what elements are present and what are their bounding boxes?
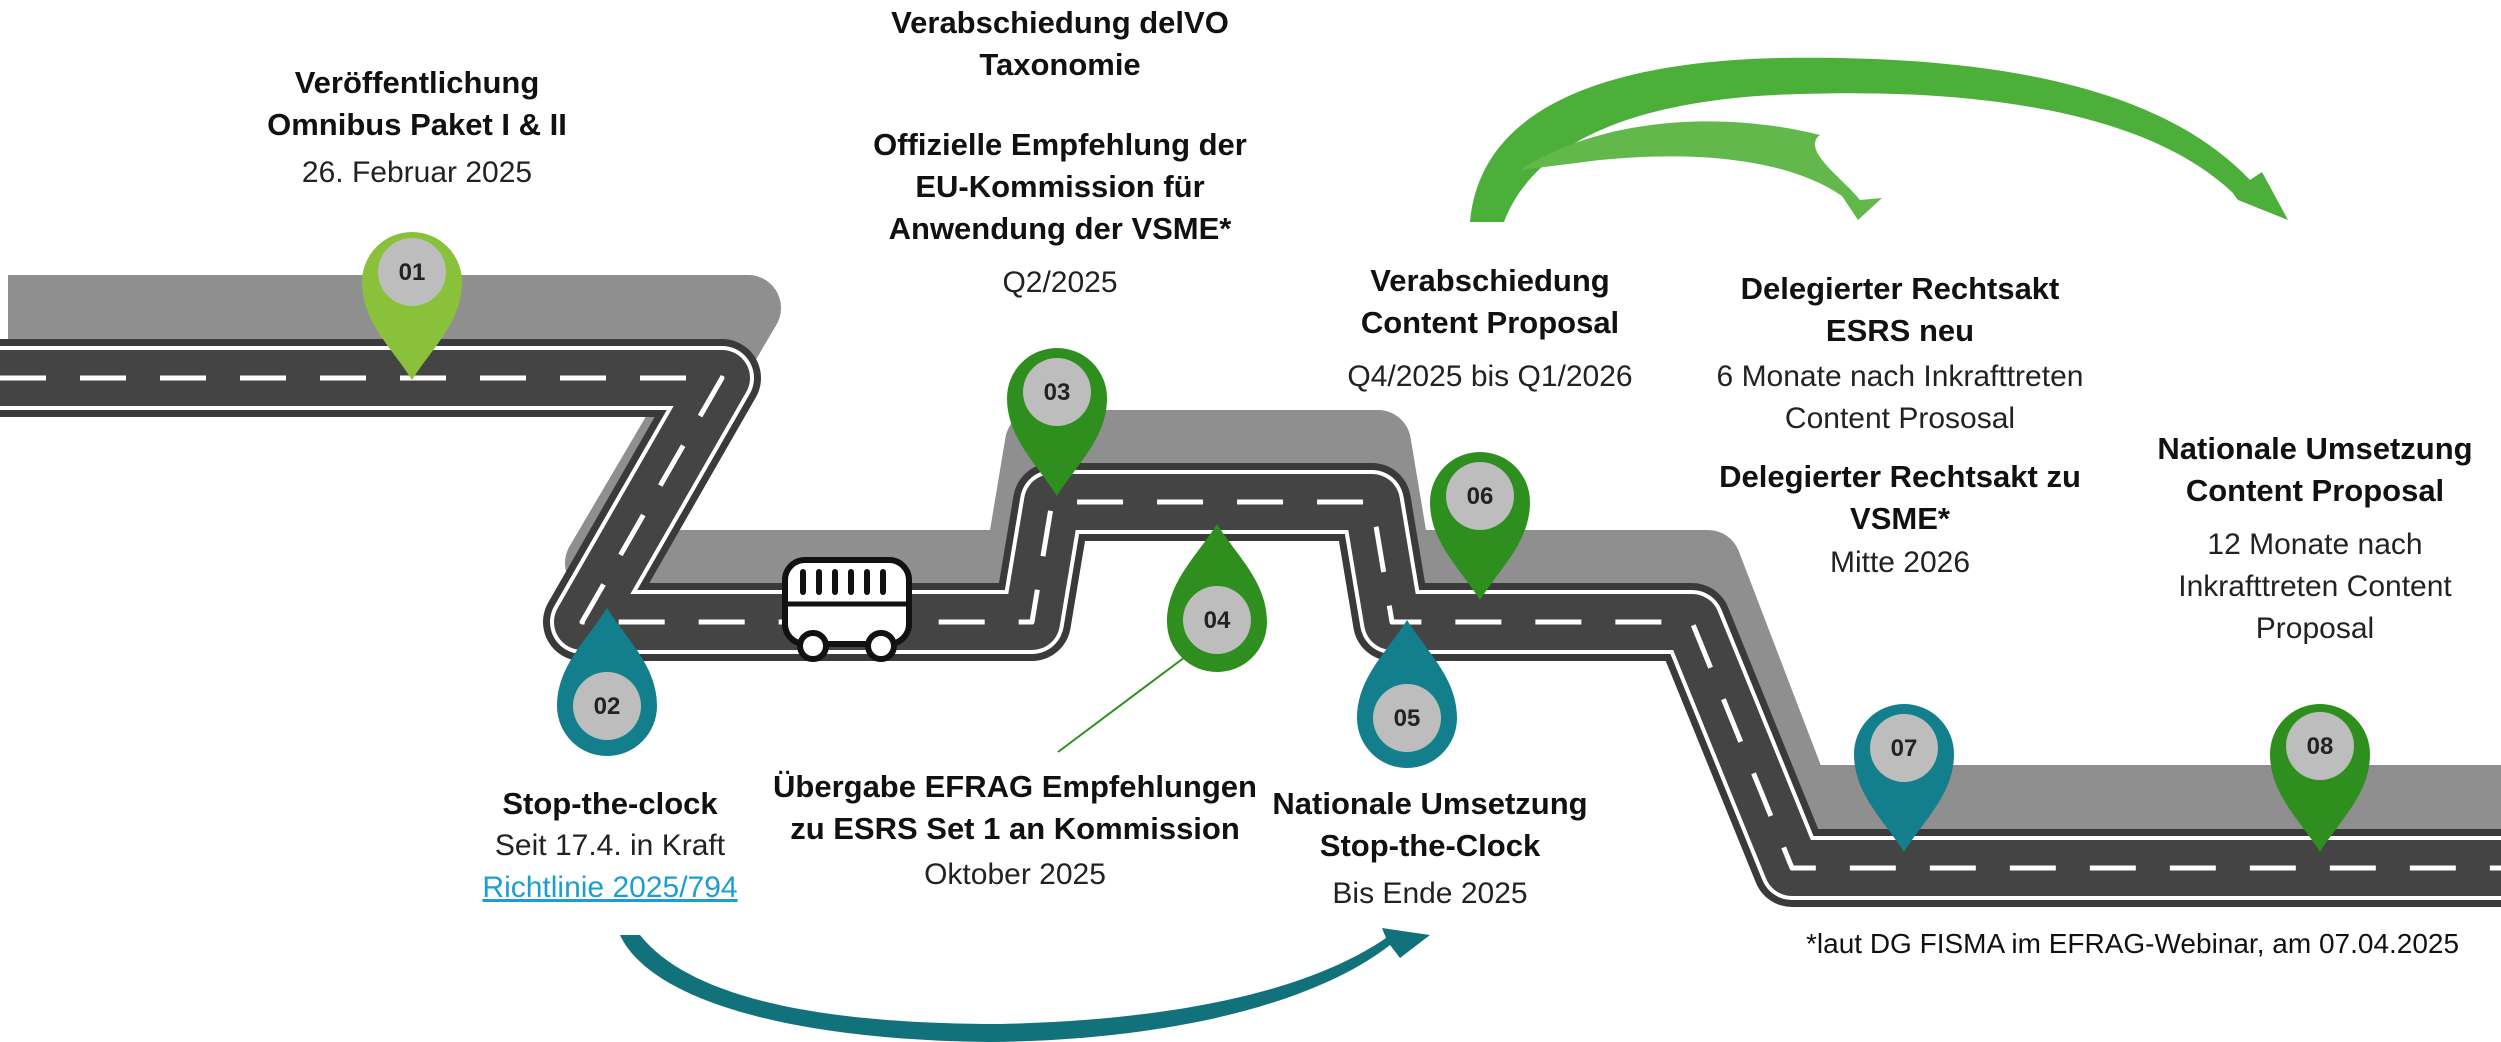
milestone-07-title-line-1: Delegierter Rechtsakt bbox=[1740, 271, 2060, 306]
pin-04-icon: 04 bbox=[1167, 524, 1267, 672]
milestone-01-title-line-2: Omnibus Paket I & II bbox=[267, 107, 567, 142]
milestone-03-title-line-1: Verabschiedung delVO bbox=[891, 5, 1229, 40]
milestone-06-label: Verabschiedung Content Proposal Q4/2025 … bbox=[1330, 260, 1650, 398]
milestone-03-title2-line-3: Anwendung der VSME* bbox=[888, 211, 1232, 246]
milestone-01-label: Veröffentlichung Omnibus Paket I & II 26… bbox=[212, 62, 622, 194]
milestone-01-title-line-1: Veröffentlichung bbox=[294, 65, 540, 100]
milestone-04-title-line-2: zu ESRS Set 1 an Kommission bbox=[790, 811, 1240, 846]
milestone-02-directive-link[interactable]: Richtlinie 2025/794 bbox=[482, 871, 738, 904]
milestone-03-date: Q2/2025 bbox=[1002, 266, 1118, 299]
svg-text:07: 07 bbox=[1891, 735, 1918, 762]
pin-01-icon: 01 bbox=[362, 232, 462, 380]
milestone-03-label: Verabschiedung delVO Taxonomie Offiziell… bbox=[820, 2, 1300, 304]
milestone-01-date: 26. Februar 2025 bbox=[301, 156, 533, 189]
road-surface bbox=[0, 350, 2501, 896]
milestone-07-date2: Mitte 2026 bbox=[1829, 546, 1971, 579]
milestone-08-date-line-3: Proposal bbox=[2255, 612, 2375, 645]
pin-03-icon: 03 bbox=[1007, 348, 1107, 496]
milestone-07-title-line-2: ESRS neu bbox=[1825, 313, 1975, 348]
milestone-07-title2-line-2: VSME* bbox=[1850, 501, 1950, 536]
pin-05-icon: 05 bbox=[1357, 620, 1457, 768]
milestone-03-title2-line-1: Offizielle Empfehlung der bbox=[873, 127, 1247, 162]
milestone-05-date: Bis Ende 2025 bbox=[1332, 877, 1528, 910]
milestone-02-date: Seit 17.4. in Kraft bbox=[494, 829, 726, 862]
svg-text:05: 05 bbox=[1394, 705, 1421, 732]
milestone-05-label: Nationale Umsetzung Stop-the-Clock Bis E… bbox=[1250, 783, 1610, 915]
arrow-teal bbox=[620, 928, 1430, 1042]
milestone-07-label: Delegierter Rechtsakt ESRS neu 6 Monate … bbox=[1680, 268, 2120, 584]
milestone-08-date-line-1: 12 Monate nach bbox=[2207, 528, 2423, 561]
milestone-07-date-line-1: 6 Monate nach Inkrafttreten bbox=[1716, 360, 2084, 393]
bus-icon bbox=[782, 557, 912, 662]
milestone-08-label: Nationale Umsetzung Content Proposal 12 … bbox=[2140, 428, 2490, 650]
milestone-03-title-line-2: Taxonomie bbox=[979, 47, 1141, 82]
milestone-07-date-line-2: Content Prososal bbox=[1784, 402, 2016, 435]
milestone-04-date: Oktober 2025 bbox=[924, 858, 1106, 891]
milestone-08-title-line-2: Content Proposal bbox=[2185, 473, 2445, 508]
svg-text:01: 01 bbox=[399, 259, 426, 286]
footnote: *laut DG FISMA im EFRAG-Webinar, am 07.0… bbox=[1806, 928, 2460, 959]
milestone-02-title: Stop-the-clock bbox=[502, 786, 718, 821]
pin-04-connector bbox=[1057, 656, 1186, 753]
pin-08-icon: 08 bbox=[2270, 704, 2370, 852]
milestone-06-date: Q4/2025 bis Q1/2026 bbox=[1347, 360, 1633, 393]
milestone-04-label: Übergabe EFRAG Empfehlungen zu ESRS Set … bbox=[770, 766, 1260, 896]
milestone-05-title-line-1: Nationale Umsetzung bbox=[1272, 786, 1588, 821]
pin-06-icon: 06 bbox=[1430, 452, 1530, 600]
milestone-06-title-line-2: Content Proposal bbox=[1360, 305, 1620, 340]
svg-text:04: 04 bbox=[1204, 607, 1231, 634]
svg-text:03: 03 bbox=[1044, 379, 1071, 406]
milestone-03-title2-line-2: EU-Kommission für bbox=[915, 169, 1205, 204]
pin-07-icon: 07 bbox=[1854, 704, 1954, 852]
milestone-08-title-line-1: Nationale Umsetzung bbox=[2157, 431, 2473, 466]
svg-text:06: 06 bbox=[1467, 483, 1494, 510]
milestone-05-title-line-2: Stop-the-Clock bbox=[1319, 828, 1541, 863]
milestone-07-title2-line-1: Delegierter Rechtsakt zu bbox=[1719, 459, 2081, 494]
arrow-green-large bbox=[1470, 57, 2288, 222]
svg-text:02: 02 bbox=[594, 693, 621, 720]
milestone-06-title-line-1: Verabschiedung bbox=[1370, 263, 1610, 298]
arrow-green-small bbox=[1520, 121, 1882, 220]
milestone-04-title-line-1: Übergabe EFRAG Empfehlungen bbox=[773, 769, 1257, 804]
svg-text:08: 08 bbox=[2307, 733, 2334, 760]
milestone-08-date-line-2: Inkrafttreten Content bbox=[2178, 570, 2452, 603]
pin-02-icon: 02 bbox=[557, 608, 657, 756]
milestone-02-label: Stop-the-clock Seit 17.4. in Kraft Richt… bbox=[440, 783, 780, 909]
